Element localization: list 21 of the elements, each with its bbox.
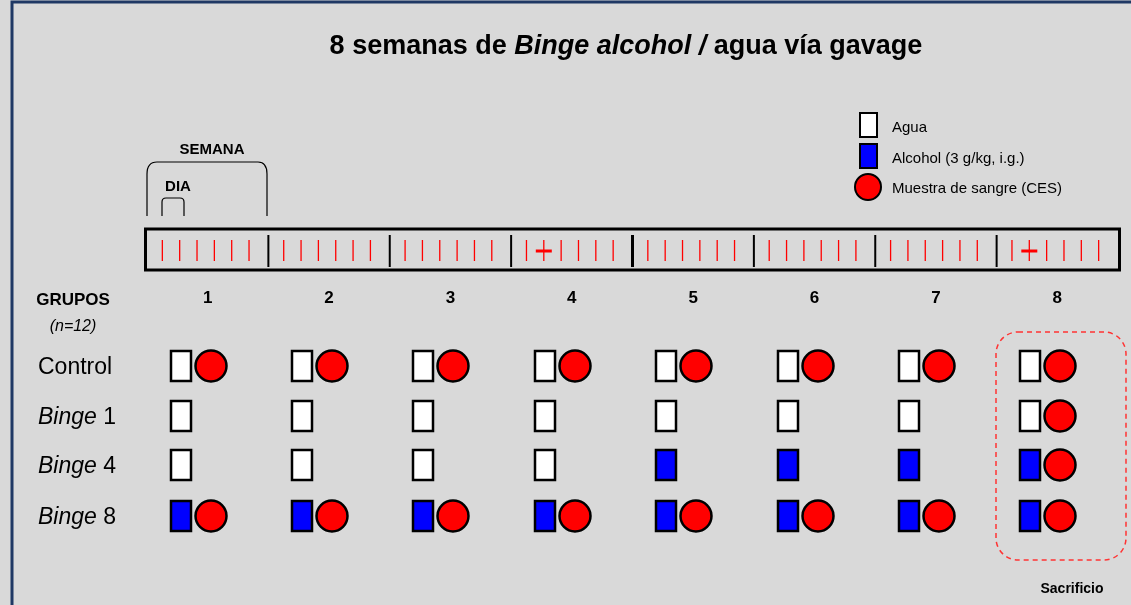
- group-size-label: (n=12): [49, 317, 97, 335]
- week-number: 5: [688, 288, 698, 308]
- week-number: 8: [1052, 288, 1063, 308]
- week-number: 6: [809, 288, 820, 308]
- group-label: Binge 8: [38, 502, 116, 530]
- column-header: GRUPOS: [36, 290, 110, 310]
- axis-label: DIA: [165, 176, 191, 194]
- legend-label: Alcohol (3 g/kg, i.g.): [892, 148, 1025, 166]
- legend-label: Agua: [892, 117, 928, 135]
- group-label: Control: [38, 352, 113, 380]
- group-label: Binge 4: [38, 451, 116, 479]
- week-number: 7: [931, 288, 941, 308]
- week-number: 4: [567, 288, 577, 308]
- legend-label: Muestra de sangre (CES): [892, 178, 1063, 196]
- title: 8 semanas de Binge alcohol / agua vía gavage: [329, 29, 923, 61]
- annotation-label: Sacrificio: [1040, 580, 1104, 596]
- axis-label: SEMANA: [179, 139, 245, 157]
- week-number: 1: [202, 288, 213, 308]
- week-number: 2: [324, 288, 334, 308]
- week-number: 3: [445, 288, 456, 308]
- group-label: Binge 1: [38, 402, 116, 430]
